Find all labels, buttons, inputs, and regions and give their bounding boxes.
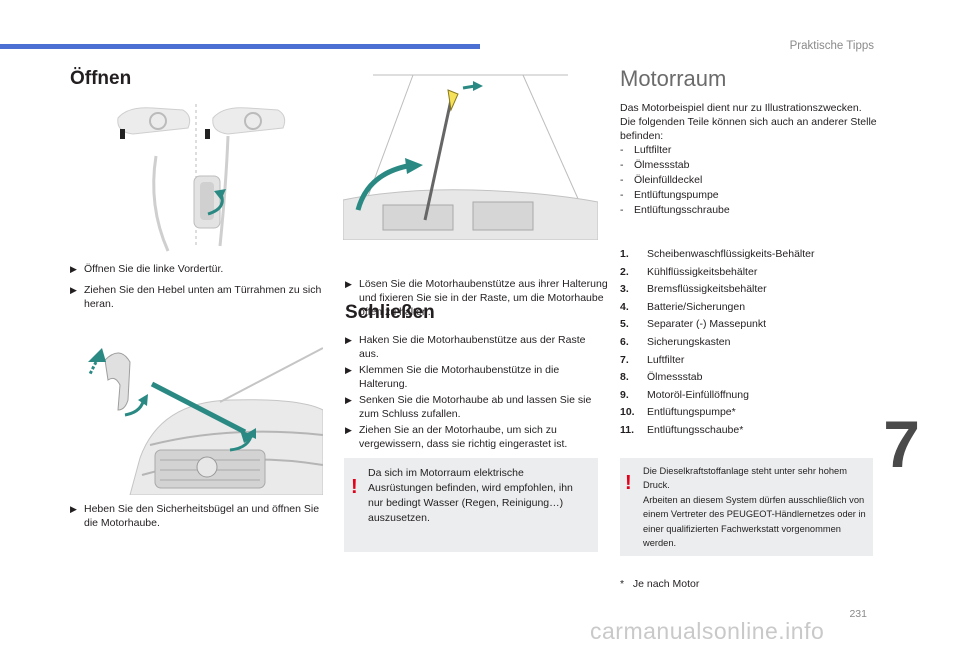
- close-step-4: ▶Ziehen Sie an der Motorhaube, um sich z…: [345, 424, 568, 450]
- list-item: -Entlüftungsschraube: [620, 204, 730, 216]
- triangle-bullet-icon: ▶: [345, 365, 352, 375]
- watermark: carmanualsonline.info: [590, 618, 825, 644]
- open-step-2: ▶Ziehen Sie den Hebel unten am Türrahmen…: [70, 284, 322, 310]
- water-warning-text: Da sich im Motorraum elektrische Ausrüst…: [368, 467, 573, 524]
- intro-text-2: Die folgenden Teile können sich auch an …: [620, 116, 877, 142]
- relocated-parts-list: -Luftfilter -Ölmessstab -Öleinfülldeckel…: [620, 143, 882, 218]
- close-step-1: ▶Haken Sie die Motorhaubenstütze aus der…: [345, 334, 586, 360]
- open-title: Öffnen: [70, 68, 132, 89]
- engine-parts-list: 1.Scheibenwaschflüssigkeits-Behälter 2.K…: [620, 246, 882, 440]
- triangle-bullet-icon: ▶: [345, 395, 352, 405]
- diesel-warning-text: Die Dieselkraftstoffanlage steht unter s…: [643, 466, 866, 549]
- list-item: -Öleinfülldeckel: [620, 174, 703, 186]
- list-item: 1.Scheibenwaschflüssigkeits-Behälter: [620, 248, 815, 260]
- triangle-bullet-icon: ▶: [70, 504, 77, 514]
- list-item: 9.Motoröl-Einfüllöffnung: [620, 388, 749, 401]
- list-item: 11.Entlüftungsschaube*: [620, 423, 744, 436]
- door-lever-illustration: [108, 96, 308, 256]
- list-item: -Luftfilter: [620, 144, 672, 156]
- stay-step: ▶Lösen Sie die Motorhaubenstütze aus ihr…: [345, 278, 608, 318]
- list-item: 5.Separater (-) Massepunkt: [620, 318, 767, 331]
- triangle-bullet-icon: ▶: [70, 285, 77, 295]
- exclamation-icon: !: [351, 476, 358, 498]
- triangle-bullet-icon: ▶: [70, 264, 77, 274]
- open-step-3: ▶Heben Sie den Sicherheitsbügel an und ö…: [70, 503, 320, 529]
- list-item: 6.Sicherungskasten: [620, 335, 731, 348]
- hood-catch-illustration: [80, 340, 323, 495]
- footnote: * Je nach Motor: [620, 578, 700, 590]
- list-item: -Entlüftungspumpe: [620, 189, 719, 201]
- triangle-bullet-icon: ▶: [345, 425, 352, 435]
- engine-bay-intro: Das Motorbeispiel dient nur zu Illustrat…: [620, 101, 882, 218]
- triangle-bullet-icon: ▶: [345, 335, 352, 345]
- list-item: 4.Batterie/Sicherungen: [620, 300, 746, 313]
- close-step-2: ▶Klemmen Sie die Motorhaubenstütze in di…: [345, 364, 560, 390]
- open-step-1: ▶Öffnen Sie die linke Vordertür.: [70, 263, 224, 275]
- triangle-bullet-icon: ▶: [345, 279, 352, 289]
- list-item: 7.Luftfilter: [620, 353, 685, 366]
- close-title: Schließen: [345, 302, 435, 323]
- list-item: 8.Ölmessstab: [620, 371, 703, 384]
- section-header: Praktische Tipps: [789, 40, 874, 52]
- close-steps: ▶Haken Sie die Motorhaubenstütze aus der…: [345, 333, 600, 451]
- open-steps: ▶Öffnen Sie die linke Vordertür. ▶Ziehen…: [70, 262, 325, 311]
- list-item: 3.Bremsflüssigkeitsbehälter: [620, 283, 767, 296]
- engine-bay-title: Motorraum: [620, 66, 727, 91]
- intro-text-1: Das Motorbeispiel dient nur zu Illustrat…: [620, 102, 862, 114]
- list-item: 10.Entlüftungspumpe*: [620, 406, 736, 419]
- list-item: -Ölmessstab: [620, 159, 690, 171]
- top-accent-bar: [0, 44, 480, 49]
- list-item: 2.Kühlflüssigkeitsbehälter: [620, 265, 758, 278]
- hood-stay-illustration: [343, 70, 598, 240]
- diesel-warning-box: ! Die Dieselkraftstoffanlage steht unter…: [620, 458, 873, 556]
- page-number: 231: [849, 608, 867, 620]
- water-warning-box: ! Da sich im Motorraum elektrische Ausrü…: [344, 458, 598, 552]
- close-step-3: ▶Senken Sie die Motorhaube ab und lassen…: [345, 394, 592, 420]
- exclamation-icon: !: [625, 472, 632, 494]
- chapter-number: 7: [883, 407, 920, 481]
